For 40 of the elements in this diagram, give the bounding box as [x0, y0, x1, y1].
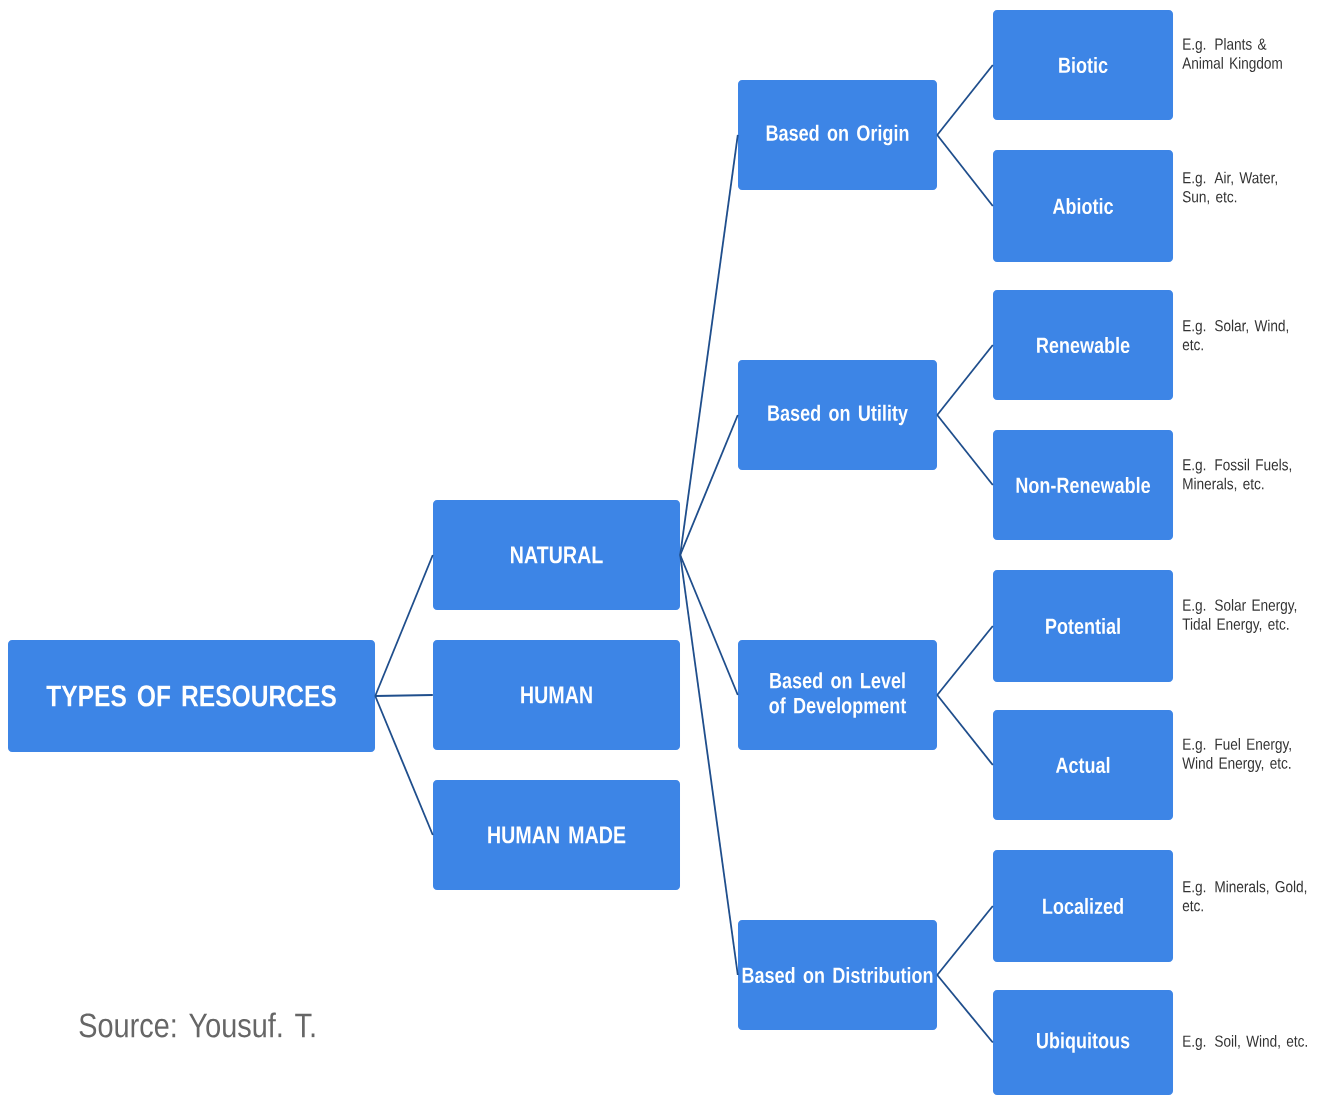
category-box: Biotic [993, 10, 1173, 120]
category-box: Localized [993, 850, 1173, 962]
category-box: HUMAN [433, 640, 680, 750]
connector-line [936, 694, 994, 766]
connector-line [936, 344, 994, 416]
source-note: Source: Yousuf. T. [79, 1012, 315, 1038]
example-text: E.g. Fuel Energy, Wind Energy, etc. [1182, 738, 1291, 772]
connector-line [936, 64, 994, 136]
connector-line [374, 694, 434, 697]
category-box: Based on Distribution [738, 920, 937, 1030]
category-box: Actual [993, 710, 1173, 820]
category-box: NATURAL [433, 500, 680, 610]
category-box: Renewable [993, 290, 1173, 400]
connector-line [936, 414, 994, 486]
category-box: Non-Renewable [993, 430, 1173, 540]
connector-line [679, 554, 739, 696]
category-box: Based on Origin [738, 80, 937, 190]
category-box: TYPES OF RESOURCES [8, 640, 375, 752]
connector-line [679, 134, 739, 556]
category-box: Based on Utility [738, 360, 937, 470]
example-text: E.g. Soil, Wind, etc. [1183, 1035, 1307, 1050]
connector-line [936, 905, 994, 976]
connector-line [374, 554, 434, 697]
example-text: E.g. Fossil Fuels, Minerals, etc. [1183, 458, 1292, 492]
example-text: E.g. Plants & Animal Kingdom [1182, 38, 1282, 72]
category-box: HUMAN MADE [433, 780, 680, 890]
connector-line [679, 554, 739, 976]
connector-line [936, 134, 994, 207]
category-box: Based on Level of Development [738, 640, 937, 750]
example-text: E.g. Air, Water, Sun, etc. [1182, 171, 1277, 205]
category-box: Potential [993, 570, 1173, 682]
connector-line [679, 414, 739, 556]
example-text: E.g. Solar Energy, Tidal Energy, etc. [1182, 599, 1297, 633]
connector-line [374, 695, 434, 836]
example-text: E.g. Solar, Wind, etc. [1182, 319, 1289, 351]
category-box: Ubiquitous [993, 990, 1173, 1095]
category-box: Abiotic [993, 150, 1173, 262]
example-text: E.g. Minerals, Gold, etc. [1182, 880, 1307, 912]
connector-line [936, 625, 994, 696]
connector-line [936, 974, 994, 1044]
